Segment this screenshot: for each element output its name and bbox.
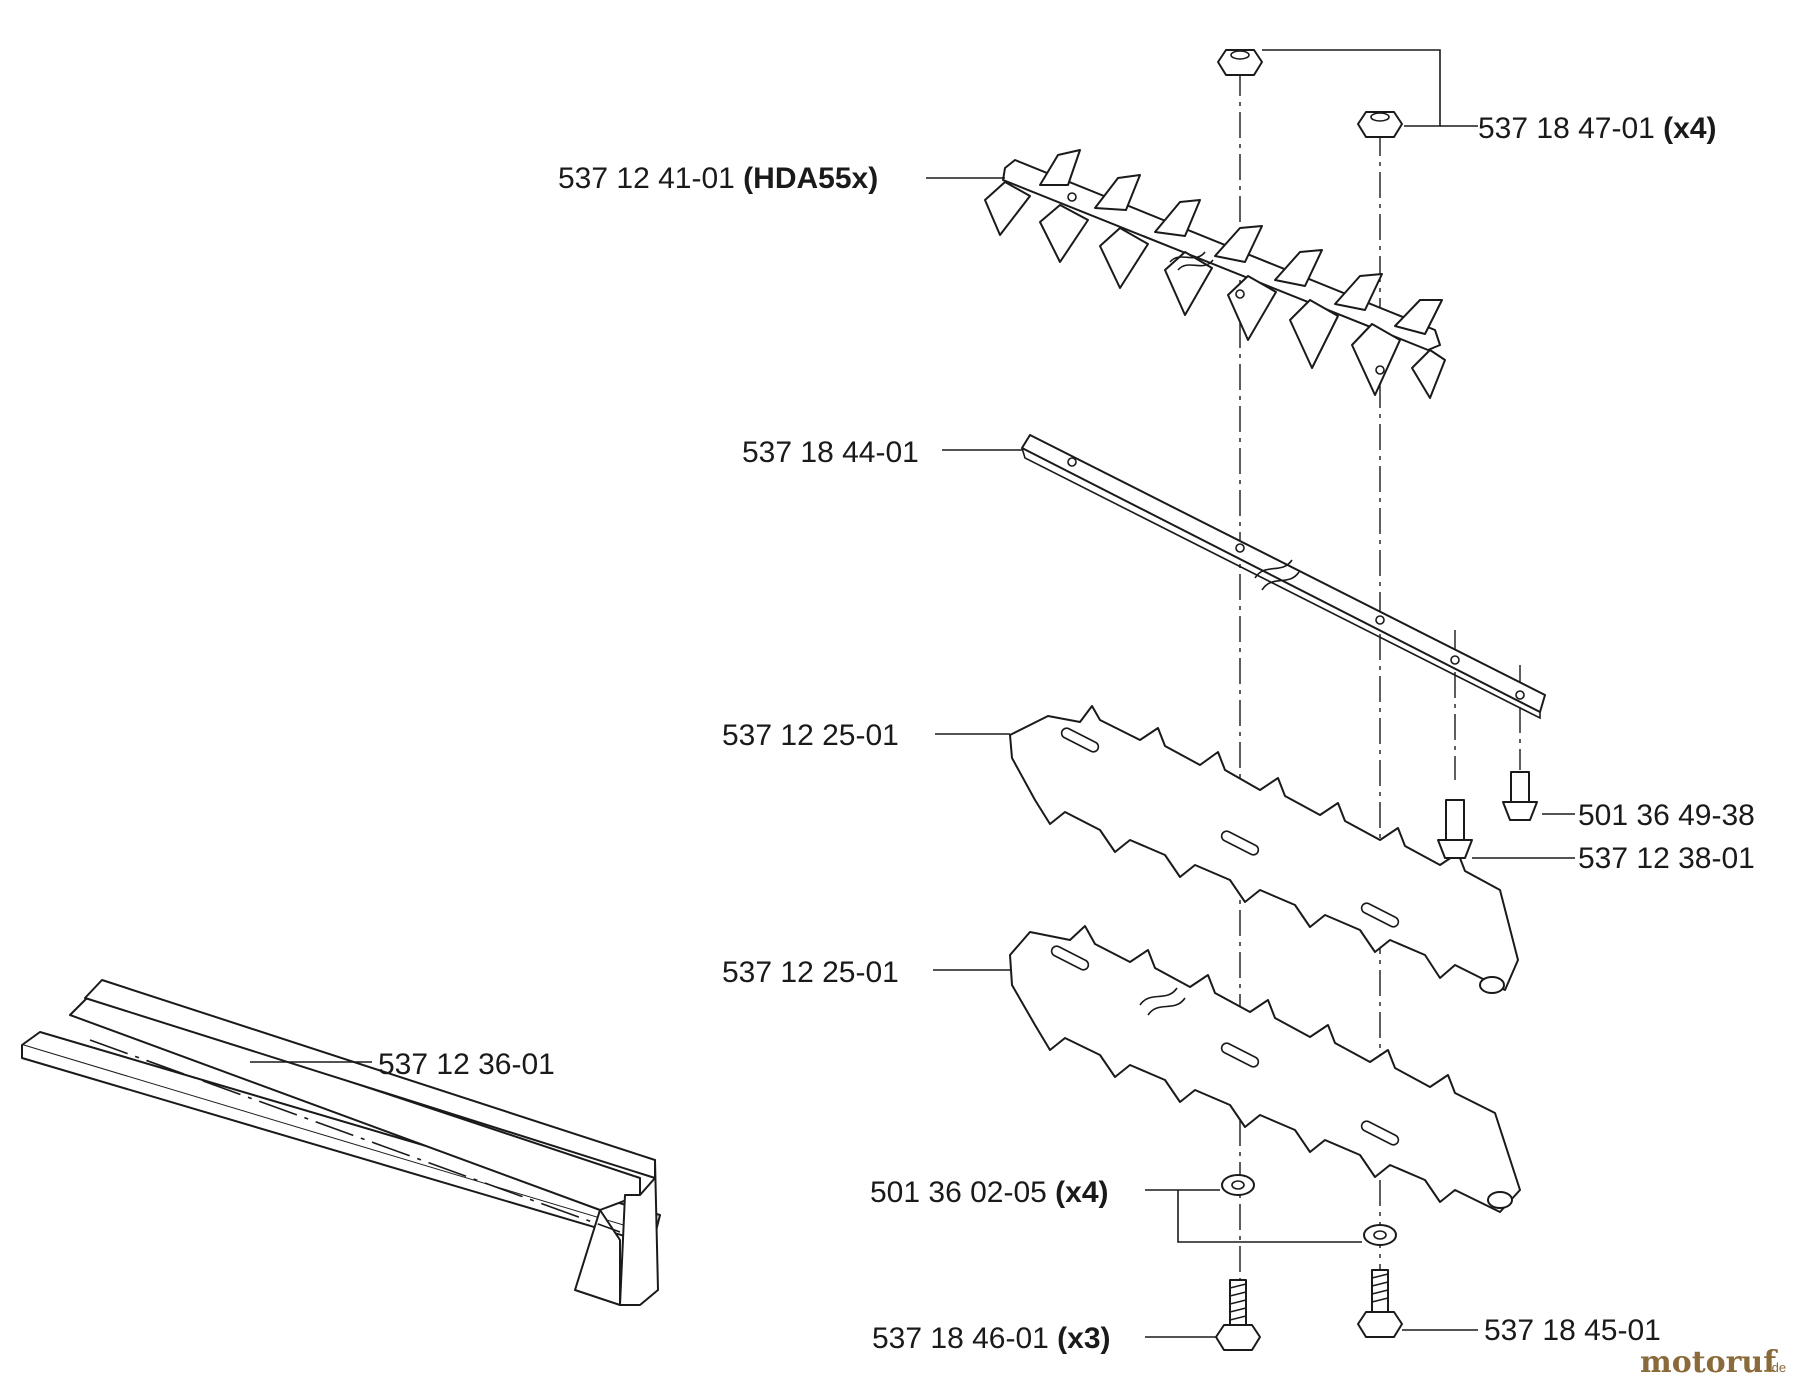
cutter-upper-part bbox=[1009, 705, 1519, 994]
bolt-part bbox=[1215, 1269, 1403, 1351]
label-bolt-left: 537 18 46-01 (x3) bbox=[872, 1322, 1111, 1355]
label-cutter-lower: 537 12 25-01 bbox=[722, 956, 899, 989]
label-blade-guard: 537 12 36-01 bbox=[378, 1048, 555, 1081]
label-upper-blade: 537 12 41-01 (HDA55x) bbox=[558, 162, 878, 195]
label-bolt-right: 537 18 45-01 bbox=[1484, 1314, 1661, 1347]
nut-part bbox=[1217, 49, 1403, 138]
screw-part bbox=[1437, 771, 1538, 859]
label-guide-bar: 537 18 44-01 bbox=[742, 436, 919, 469]
svg-text:.de: .de bbox=[1768, 1360, 1786, 1375]
cutter-lower-part bbox=[1009, 925, 1521, 1213]
part-labels: 537 18 47-01 (x4) 537 12 41-01 (HDA55x) … bbox=[378, 112, 1755, 1355]
guide-bar-part bbox=[1021, 434, 1546, 720]
washer-part bbox=[1221, 1174, 1397, 1246]
label-cutter-upper: 537 12 25-01 bbox=[722, 719, 899, 752]
label-washer: 501 36 02-05 (x4) bbox=[870, 1176, 1109, 1209]
watermark-logo: motoruf .de bbox=[1640, 1345, 1786, 1380]
svg-text:motoruf: motoruf bbox=[1640, 1345, 1778, 1380]
leader-lines bbox=[250, 49, 1575, 1338]
upper-blade-part bbox=[984, 149, 1446, 399]
label-nut: 537 18 47-01 (x4) bbox=[1478, 112, 1717, 145]
label-screw-b: 537 12 38-01 bbox=[1578, 842, 1755, 875]
blade-guard-part bbox=[21, 979, 661, 1306]
label-screw-a: 501 36 49-38 bbox=[1578, 799, 1755, 832]
